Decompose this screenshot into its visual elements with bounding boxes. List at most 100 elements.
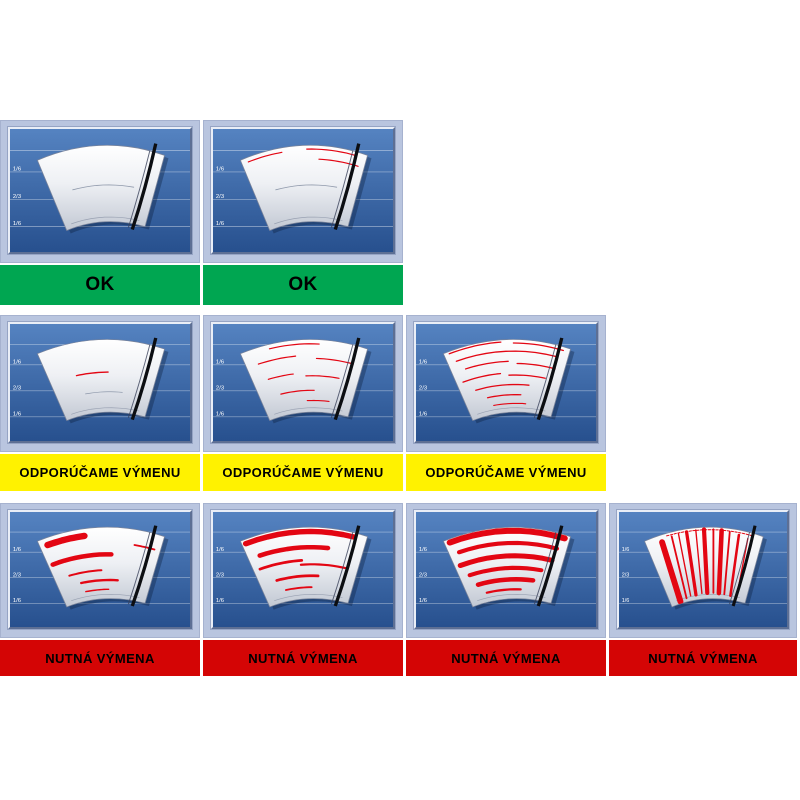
status-label: ODPORÚČAME VÝMENU (19, 465, 181, 480)
gauge-tick-label: 1/6 (419, 598, 427, 604)
wear-streak (493, 402, 527, 406)
wiped-area (36, 144, 166, 232)
wear-streaks (659, 527, 754, 605)
blade-shadow (127, 344, 151, 418)
gauge-tick-label: 1/6 (622, 547, 630, 553)
wiper-blade-icon (130, 525, 158, 607)
gauge-tick-label: 2/3 (419, 572, 427, 578)
gauge-tick-label: 2/3 (13, 386, 21, 392)
gauge-tick-label: 2/3 (216, 194, 224, 200)
wear-streaks (448, 341, 565, 406)
status-band-warn: ODPORÚČAME VÝMENU (406, 454, 606, 491)
wear-streak (275, 184, 338, 191)
wiper-test-graphic: 1/6 2/3 1/6 (619, 512, 787, 627)
wear-stripe (677, 533, 692, 597)
wear-streak (462, 372, 502, 383)
wear-streak (306, 148, 358, 157)
wear-streak (68, 569, 103, 577)
wear-streak (257, 355, 297, 365)
sample-panel: 1/6 2/3 1/6 (203, 315, 403, 452)
blade-shadow (533, 531, 557, 605)
wear-streak (315, 357, 354, 365)
blade-shadow (330, 531, 354, 605)
wear-streak (242, 528, 357, 547)
blade-shadow (533, 344, 557, 418)
wear-streak (318, 158, 359, 167)
wear-streak (455, 350, 557, 362)
wipe-edge-line (274, 594, 343, 602)
wear-streak (267, 373, 294, 380)
wear-stripe (701, 527, 710, 596)
wear-streak (464, 360, 509, 370)
gauge-tick-label: 1/6 (216, 360, 224, 366)
wipe-edge-line (274, 407, 343, 415)
wipe-edge-line (71, 216, 140, 225)
wiper-test-graphic: 1/62/31/6 (10, 324, 190, 441)
gauge-tick-label: 1/6 (216, 412, 224, 418)
gauge-tick-label: 2/3 (13, 194, 21, 200)
gauge-tick-label: 2/3 (216, 386, 224, 392)
gauge-tick-label: 2/3 (216, 572, 224, 578)
status-band-warn: ODPORÚČAME VÝMENU (203, 454, 403, 491)
wiped-area (442, 339, 572, 422)
wear-streaks (446, 527, 568, 594)
wear-streaks (242, 528, 357, 591)
wear-stripe (659, 539, 684, 605)
gauge-tick-label: 1/6 (13, 412, 21, 418)
wear-stripe (670, 535, 688, 600)
wear-streaks (257, 343, 354, 403)
wear-stripe (716, 528, 724, 596)
wear-streak (446, 527, 568, 546)
status-label: ODPORÚČAME VÝMENU (425, 465, 587, 480)
gauge-tick-label: 1/6 (419, 360, 427, 366)
wear-streak (305, 375, 340, 379)
wear-streak (516, 362, 556, 370)
test-screen: 1/6 2/3 1/6 (617, 510, 789, 629)
wear-streaks (75, 371, 123, 395)
wiper-test-graphic: 1/6 2/3 1/6 (213, 324, 393, 441)
wear-streak (275, 574, 320, 582)
wear-streak (475, 383, 530, 391)
wiped-area (239, 526, 369, 608)
wear-streak (299, 563, 349, 570)
gauge-tick-label: 2/3 (622, 572, 630, 578)
wiper-test-graphic: 1/62/31/6 (213, 129, 393, 252)
status-band-replace: NUTNÁ VÝMENA (203, 640, 403, 676)
gauge-tick-label: 1/6 (622, 598, 630, 604)
status-label: NUTNÁ VÝMENA (451, 650, 561, 666)
status-label: NUTNÁ VÝMENA (45, 650, 155, 666)
blade-shadow (330, 150, 354, 228)
wear-streak (457, 553, 555, 568)
gauge-tick-label: 1/6 (216, 598, 224, 604)
status-band-ok: OK (203, 265, 403, 305)
wear-streak (258, 559, 304, 571)
status-band-replace: NUTNÁ VÝMENA (0, 640, 200, 676)
wiped-area (36, 526, 166, 608)
wiper-blade-icon (130, 337, 158, 421)
wear-streak (268, 343, 320, 350)
status-band-warn: ODPORÚČAME VÝMENU (0, 454, 200, 491)
wear-streak (257, 544, 331, 558)
wiped-area (239, 144, 369, 232)
wear-streak (72, 184, 135, 191)
gauge-tick-label: 1/6 (13, 547, 21, 553)
wiper-blade-icon (731, 525, 757, 607)
gauge-tick-label: 2/3 (419, 386, 427, 392)
wear-streak (247, 151, 283, 163)
wiper-blade-icon (130, 143, 158, 231)
